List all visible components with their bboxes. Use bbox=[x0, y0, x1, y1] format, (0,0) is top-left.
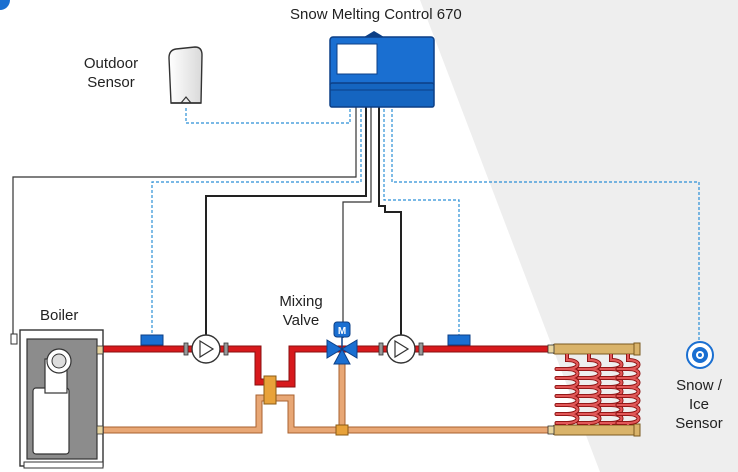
outdoor-sensor-label-line1: Outdoor bbox=[83, 55, 139, 72]
background-panel bbox=[420, 0, 738, 472]
outdoor-sensor-label-line2: Sensor bbox=[87, 74, 135, 91]
radiant-coils bbox=[547, 342, 641, 437]
snow-melting-control bbox=[329, 31, 435, 108]
radiant-coil-highlight-1 bbox=[555, 354, 579, 425]
outdoor-sensor-label: Outdoor Sensor bbox=[76, 54, 146, 92]
supply-piping bbox=[94, 345, 553, 405]
system-pump-wire bbox=[378, 104, 402, 335]
boiler-pump-wire bbox=[205, 104, 367, 335]
outdoor-sensor-wire bbox=[185, 104, 351, 124]
outdoor-sensor bbox=[168, 46, 203, 104]
valve-motor-label: M bbox=[338, 326, 346, 337]
control-title: Snow Melting Control 670 bbox=[290, 6, 462, 23]
snow-sensor-label-line2: Ice bbox=[688, 396, 709, 413]
return-piping bbox=[94, 356, 553, 434]
system-supply-sensor-wire bbox=[383, 104, 460, 338]
mixing-valve-icon bbox=[326, 321, 358, 365]
snow-sensor-label: Snow / Ice Sensor bbox=[660, 376, 738, 433]
boiler-control-wire bbox=[12, 104, 357, 336]
system-pump-icon bbox=[378, 334, 424, 364]
return-tee bbox=[335, 424, 349, 436]
valve-motor bbox=[333, 321, 351, 338]
closely-spaced-tee bbox=[263, 375, 277, 405]
mixing-valve-label-line1: Mixing bbox=[279, 293, 323, 310]
control-display bbox=[336, 43, 378, 75]
radiant-coil-icon bbox=[554, 354, 641, 426]
snow-sensor-label-line3: Sensor bbox=[675, 415, 723, 432]
boiler-supply-sensor-wire bbox=[151, 104, 362, 338]
sensor-vent-icon bbox=[180, 96, 192, 104]
mixing-valve-label: Mixing Valve bbox=[266, 292, 336, 330]
snow-sensor-label-line1: Snow / bbox=[676, 377, 722, 394]
radiant-coil-highlight-2 bbox=[577, 354, 601, 425]
system-supply-sensor bbox=[447, 334, 471, 346]
boiler bbox=[10, 329, 104, 469]
corner-accent bbox=[0, 0, 10, 10]
boiler-supply-sensor bbox=[140, 334, 164, 346]
boiler-sensor bbox=[10, 333, 18, 345]
snow-ice-sensor-icon bbox=[686, 341, 714, 369]
boiler-pump-icon bbox=[183, 334, 229, 364]
mixing-valve-label-line2: Valve bbox=[282, 312, 320, 329]
snow-sensor-wire bbox=[391, 104, 700, 342]
radiant-coil-highlight-4 bbox=[616, 354, 640, 425]
boiler-label: Boiler bbox=[40, 307, 79, 324]
mixing-valve-wire bbox=[342, 104, 372, 338]
